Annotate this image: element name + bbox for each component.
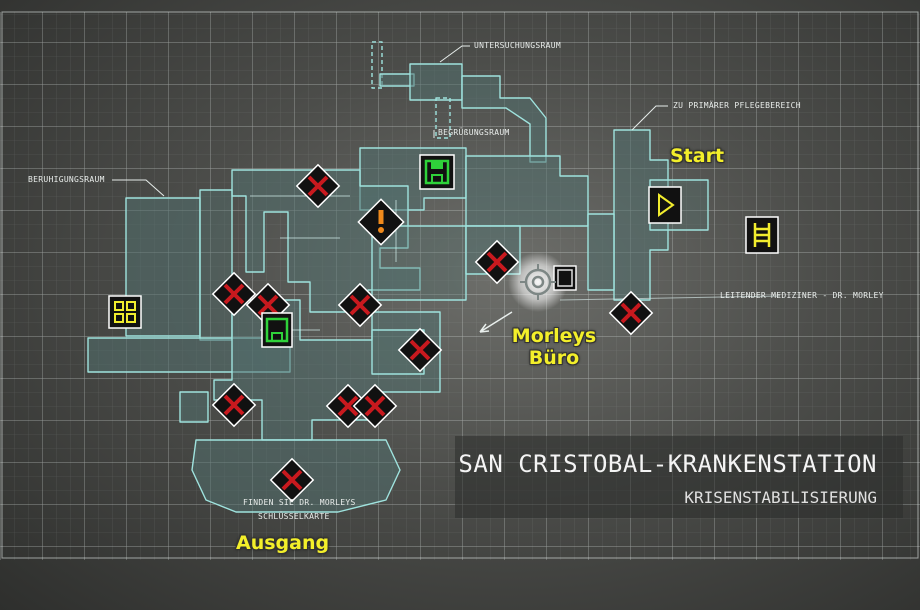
exclamation-icon[interactable] <box>357 198 405 246</box>
title-panel: SAN CRISTOBAL-KRANKENSTATION KRISENSTABI… <box>455 436 903 518</box>
red-x-enemy-icon[interactable] <box>608 290 654 336</box>
enemy-markers <box>211 163 654 503</box>
red-x-enemy-icon[interactable] <box>474 239 520 285</box>
office-label-line2: Büro <box>528 347 580 369</box>
red-x-enemy-icon[interactable] <box>352 383 398 429</box>
room-label-beruhigungsraum: BERUHIGUNGSRAUM <box>28 175 105 184</box>
room-label-begruessungsraum: BEGRÜßUNGSRAUM <box>438 128 510 137</box>
start-label: Start <box>670 145 725 167</box>
red-x-enemy-icon[interactable] <box>269 457 315 503</box>
save-disk-icon[interactable] <box>261 312 293 348</box>
red-x-enemy-icon[interactable] <box>211 271 257 317</box>
grid-box-icon[interactable] <box>108 295 142 329</box>
ladder-icon[interactable] <box>745 216 779 254</box>
room-label-mediziner: LEITENDER MEDIZINER - DR. MORLEY <box>720 291 884 300</box>
map-subtitle: KRISENSTABILISIERUNG <box>684 488 877 507</box>
exit-label: Ausgang <box>236 532 330 554</box>
objective-text-line2: SCHLÜSSELKARTE <box>258 512 330 521</box>
office-label-line1: Morleys <box>511 325 597 347</box>
red-x-enemy-icon[interactable] <box>295 163 341 209</box>
objective-text-line1: FINDEN SIE DR. MORLEYS <box>243 498 356 507</box>
red-x-enemy-icon[interactable] <box>325 383 371 429</box>
target-reticle-icon[interactable] <box>479 252 577 333</box>
map-title: SAN CRISTOBAL-KRANKENSTATION <box>458 450 877 478</box>
red-x-enemy-icon[interactable] <box>211 382 257 428</box>
room-label-pflegebereich: ZU PRIMÄRER PFLEGEBEREICH <box>673 101 801 110</box>
red-x-enemy-icon[interactable] <box>397 327 443 373</box>
play-arrow-icon[interactable] <box>648 186 682 224</box>
red-x-enemy-icon[interactable] <box>337 282 383 328</box>
office-label: Morleys Büro <box>500 325 608 369</box>
save-disk-icon[interactable] <box>419 154 455 190</box>
room-label-untersuchungsraum: UNTERSUCHUNGSRAUM <box>474 41 561 50</box>
